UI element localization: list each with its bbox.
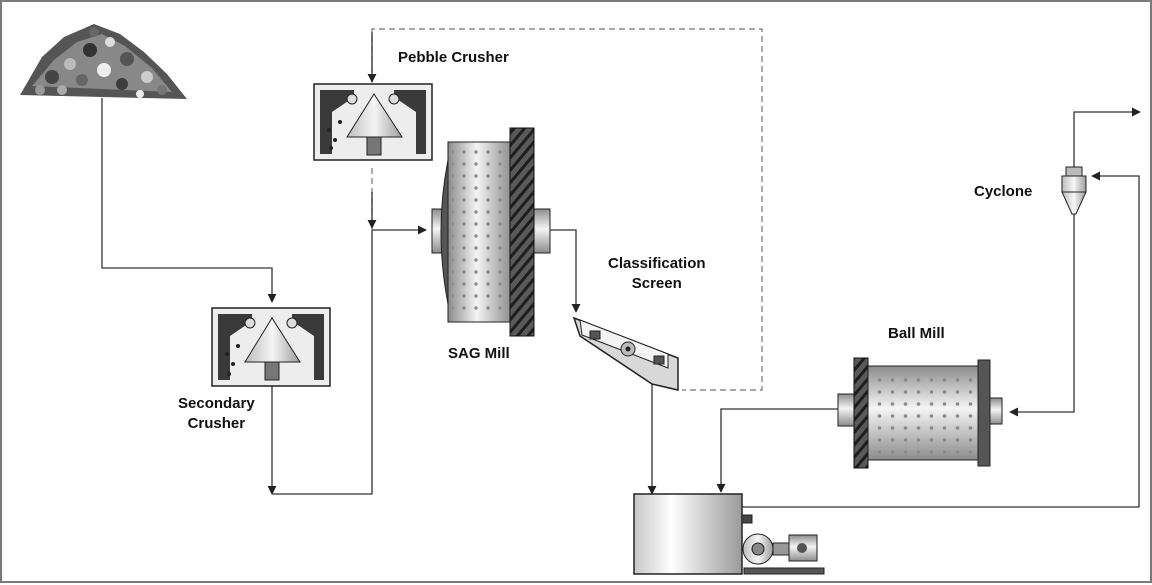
cyclone: [1061, 166, 1087, 215]
pebble-recycle-lines: [371, 28, 763, 391]
ore-stockpile: [20, 24, 187, 99]
cyclone-underflow-line: [1009, 214, 1075, 417]
ball-mill-discharge-line: [716, 408, 838, 493]
sump-and-pump: [633, 493, 825, 575]
pebble-crusher-label: Pebble Crusher: [398, 49, 509, 66]
secondary-crusher-label-line1: Secondary: [178, 395, 255, 412]
pump-to-cyclone-line: [742, 171, 1140, 508]
feed-line: [101, 98, 277, 303]
pebble-crusher: [313, 83, 433, 161]
sag-mill: [431, 127, 551, 337]
classification-screen-label-line2: Screen: [631, 275, 682, 292]
secondary-crusher: [211, 307, 331, 387]
process-lines: [101, 98, 1141, 508]
ball-mill: [837, 357, 1003, 469]
secondary-crusher-label: Secondary Crusher: [178, 394, 255, 434]
classification-screen-label-line1: Classification: [608, 255, 706, 272]
cyclone-overflow-line: [1073, 107, 1141, 168]
cyclone-label: Cyclone: [974, 183, 1033, 200]
ball-mill-label: Ball Mill: [888, 325, 945, 342]
sag-discharge-line: [550, 229, 581, 313]
sag-mill-label: SAG Mill: [448, 345, 510, 362]
sag-feed-line: [272, 225, 427, 495]
classification-screen-label: Classification Screen: [608, 254, 706, 294]
secondary-crusher-label-line2: Crusher: [187, 415, 246, 432]
classification-screen: [572, 316, 679, 391]
pebble-recycle-line: [371, 28, 763, 391]
